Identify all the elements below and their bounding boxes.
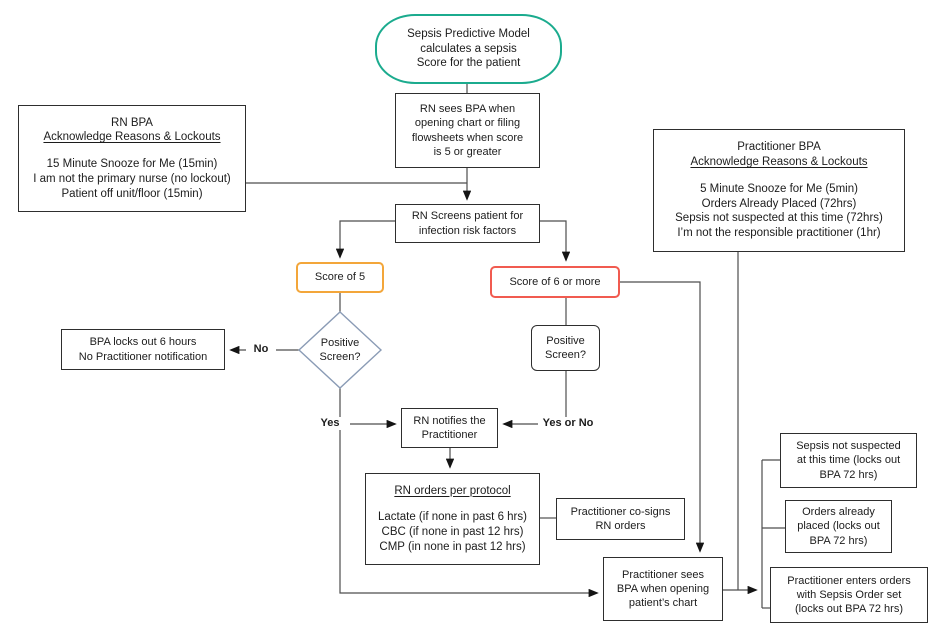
node-positive-screen-diamond: Positive Screen? (310, 335, 370, 365)
start-node-line: Sepsis Predictive Model (407, 27, 530, 40)
node-text: RN sees BPA when (419, 103, 516, 116)
node-rn-sees-bpa: RN sees BPA when opening chart or filing… (395, 93, 540, 168)
node-orders-already-placed: Orders already placed (locks out BPA 72 … (785, 500, 892, 553)
node-text: RN orders (595, 520, 646, 532)
node-text: Screen? (319, 351, 361, 363)
node-text: Practitioner sees (622, 568, 704, 581)
node-rn-orders-per-protocol: RN orders per protocol Lactate (if none … (365, 473, 540, 565)
node-rn-bpa: RN BPA Acknowledge Reasons & Lockouts 15… (18, 105, 246, 212)
node-positive-screen-box: Positive Screen? (531, 325, 600, 371)
node-text: BPA 72 hrs) (809, 534, 868, 547)
edge-screens-to-score5 (335, 220, 395, 259)
edge-label-no: No (246, 343, 276, 356)
node-sepsis-not-suspected: Sepsis not suspected at this time (locks… (780, 433, 917, 488)
node-text: Sepsis not suspected (796, 440, 901, 453)
start-node-line: calculates a sepsis (420, 42, 517, 55)
node-text: Practitioner enters orders (787, 574, 911, 587)
edge-label-yes: Yes (314, 417, 346, 430)
node-text: Practitioner co-signs (570, 505, 671, 518)
node-practitioner-bpa: Practitioner BPA Acknowledge Reasons & L… (653, 129, 905, 252)
node-text: Lactate (if none in past 6 hrs) (378, 511, 527, 524)
node-rn-notifies: RN notifies the Practitioner (401, 408, 498, 448)
node-score-of-6-or-more: Score of 6 or more (490, 266, 620, 298)
node-rn-screens: RN Screens patient for infection risk fa… (395, 204, 540, 243)
node-practitioner-sees-bpa: Practitioner sees BPA when opening patie… (603, 557, 723, 621)
node-text: Orders Already Placed (72hrs) (701, 197, 857, 210)
node-text: I am not the primary nurse (no lockout) (33, 172, 231, 185)
node-title: Practitioner BPA (737, 141, 821, 154)
node-title: RN orders per protocol (394, 484, 511, 497)
node-text: flowsheets when score (411, 131, 524, 144)
node-text: is 5 or greater (433, 145, 502, 158)
node-practitioner-enters-orders: Practitioner enters orders with Sepsis O… (770, 567, 928, 623)
node-text: BPA locks out 6 hours (89, 336, 197, 349)
edge-label-yes-or-no: Yes or No (538, 417, 598, 430)
node-text: at this time (locks out (796, 454, 901, 467)
node-title: RN BPA (111, 116, 153, 129)
node-text: No Practitioner notification (78, 350, 208, 363)
node-text: Score of 5 (314, 271, 366, 284)
node-text: CBC (if none in past 12 hrs) (381, 526, 524, 538)
node-text: I’m not the responsible practitioner (1h… (677, 226, 881, 239)
node-subtitle: Acknowledge Reasons & Lockouts (690, 156, 868, 169)
node-text: patient’s chart (628, 597, 698, 610)
node-text: Positive (546, 334, 585, 347)
node-text: BPA when opening (616, 582, 710, 595)
node-bpa-locks-out: BPA locks out 6 hours No Practitioner no… (61, 329, 225, 370)
positive-screen-diamond-shape (297, 311, 383, 389)
node-text: 5 Minute Snooze for Me (5min) (700, 182, 858, 195)
node-subtitle: Acknowledge Reasons & Lockouts (43, 131, 221, 144)
node-text: Orders already (802, 506, 875, 519)
edge-diamond-yes-down (339, 388, 599, 598)
node-text: 15 Minute Snooze for Me (15min) (46, 158, 218, 171)
node-text: BPA 72 hrs) (819, 468, 878, 481)
start-node-line: Score for the patient (416, 57, 521, 70)
node-text: (locks out BPA 72 hrs) (794, 603, 903, 616)
node-text: RN Screens patient for (411, 210, 524, 223)
node-practitioner-cosigns: Practitioner co-signs RN orders (556, 498, 685, 540)
node-score-of-5: Score of 5 (296, 262, 384, 293)
node-text: Practitioner (421, 429, 478, 441)
node-text: RN notifies the (413, 414, 486, 427)
node-text: Sepsis not suspected at this time (72hrs… (675, 212, 883, 225)
node-text: Score of 6 or more (509, 275, 601, 288)
node-text: Positive (320, 336, 360, 349)
node-text: infection risk factors (418, 224, 517, 237)
node-text: with Sepsis Order set (796, 588, 902, 601)
node-text: placed (locks out (797, 520, 880, 533)
node-text: Screen? (545, 349, 586, 361)
node-text: opening chart or filing (414, 117, 521, 130)
edge-score6-to-prac-sees (620, 281, 705, 553)
node-text: Patient off unit/floor (15min) (61, 187, 203, 200)
edge-screens-to-score6 (540, 220, 571, 262)
start-node-sepsis-model: Sepsis Predictive Model calculates a sep… (375, 14, 562, 84)
node-text: CMP (in none in past 12 hrs) (379, 540, 526, 553)
